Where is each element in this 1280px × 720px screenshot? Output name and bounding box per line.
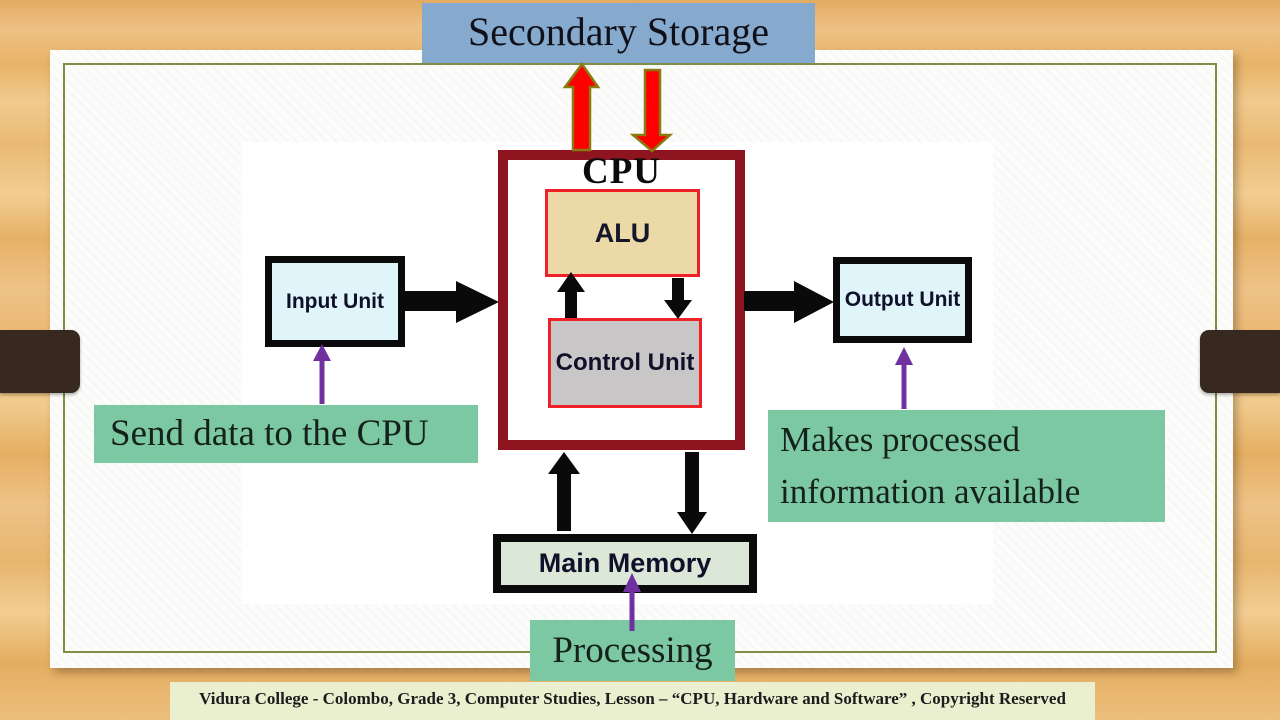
callout-processing: Processing xyxy=(530,620,735,681)
control-unit-box: Control Unit xyxy=(548,318,702,408)
callout-processing-label: Processing xyxy=(552,630,713,671)
left-clip-bar xyxy=(0,330,80,393)
footer-bar: Vidura College - Colombo, Grade 3, Compu… xyxy=(170,682,1095,720)
callout-send-data-label: Send data to the CPU xyxy=(110,413,429,454)
secondary-storage-box: Secondary Storage xyxy=(422,3,815,63)
callout-makes-processed-label: Makes processed information available xyxy=(780,420,1081,511)
input-unit-box: Input Unit xyxy=(265,256,405,347)
alu-label: ALU xyxy=(594,217,651,248)
footer-text: Vidura College - Colombo, Grade 3, Compu… xyxy=(199,689,1066,708)
output-unit-box: Output Unit xyxy=(833,257,972,343)
cpu-title: CPU xyxy=(581,151,662,192)
control-unit-label: Control Unit xyxy=(555,349,695,376)
output-unit-label: Output Unit xyxy=(844,288,961,311)
input-unit-label: Input Unit xyxy=(286,289,384,313)
secondary-storage-label: Secondary Storage xyxy=(467,9,769,54)
main-memory-box: Main Memory xyxy=(493,534,757,593)
right-clip-bar xyxy=(1200,330,1280,393)
main-memory-label: Main Memory xyxy=(538,548,712,578)
callout-makes-processed: Makes processed information available xyxy=(768,410,1165,522)
alu-box: ALU xyxy=(545,189,700,277)
callout-send-data: Send data to the CPU xyxy=(94,405,478,463)
